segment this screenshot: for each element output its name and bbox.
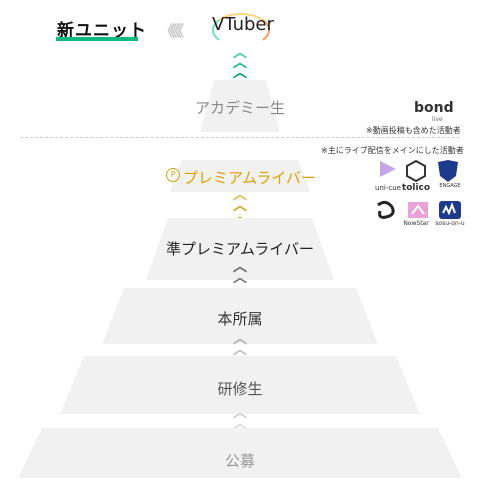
academy-tier [200, 80, 280, 132]
gold-chevron-up-icon: ︿ [233, 198, 247, 214]
main-label: 本所属 [217, 310, 263, 328]
video-note: ※動画投稿も含めた活動者 [366, 126, 461, 135]
nowstar-label: NowStar [403, 220, 429, 227]
gray-chevron-up-icon: ︿ [233, 259, 247, 275]
light-chevron-up-icon: ︿ [233, 331, 247, 347]
left-chevrons-icon: 《《《 [160, 22, 184, 40]
hook-logo [370, 198, 402, 224]
semi-premium-label: 準プレミアムライバー [166, 240, 314, 258]
premium-tier [170, 160, 310, 192]
bond-logo: bond [414, 100, 454, 116]
divider [20, 137, 460, 138]
uni-cue-label: uni-cue [375, 184, 401, 192]
semi-premium-tier [146, 218, 334, 280]
vtuber-label: VTuber [212, 14, 274, 35]
green-chevron-up-icon: ︿ [233, 65, 247, 81]
engage-logo [432, 158, 464, 184]
faint-chevron-up-icon: ︿ [233, 416, 247, 432]
recruit-tier [18, 428, 462, 478]
new-unit-label: 新ユニット [57, 21, 147, 41]
premium-label: プレミアムライバー [183, 169, 316, 187]
light-chevron-up-icon: ︿ [233, 342, 247, 358]
tolico-logo [400, 158, 432, 184]
sosu-on-u-logo [434, 198, 466, 224]
engage-label: ENGAGE [439, 183, 461, 189]
new-unit-underline [56, 37, 138, 41]
academy-label: アカデミー生 [194, 99, 285, 117]
trainee-tier [60, 356, 420, 414]
green-chevron-up-icon: ︿ [233, 45, 247, 61]
gray-chevron-up-icon: ︿ [233, 270, 247, 286]
gold-chevron-up-icon: ︿ [233, 187, 247, 203]
main-tier [102, 288, 378, 344]
vtuber-ring-decoration [212, 13, 270, 47]
uni-cue-logo [372, 158, 404, 184]
green-chevron-up-icon: ︿ [233, 55, 247, 71]
bond-logo-sub: live [432, 116, 443, 123]
sosu-on-u-label: sosu-on-u [435, 220, 465, 227]
faint-chevron-up-icon: ︿ [233, 405, 247, 421]
tolico-label: tolico [401, 183, 431, 193]
live-note: ※主にライブ配信をメインにした活動者 [321, 146, 464, 155]
trainee-label: 研修生 [217, 380, 263, 398]
premium-badge-icon: P [166, 168, 180, 182]
recruit-label: 公募 [224, 452, 255, 470]
nowstar-logo [402, 198, 434, 224]
